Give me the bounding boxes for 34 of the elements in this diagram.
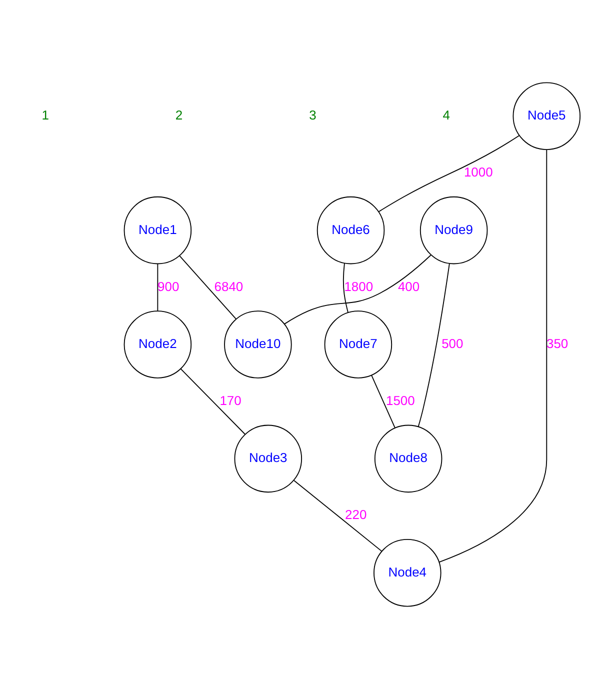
edge-label: 400 [398,278,420,294]
edge-label: 1800 [344,278,374,294]
node-circle: Node6 [316,196,385,264]
node-circle: Node4 [374,538,442,606]
edge-label: 500 [442,335,464,350]
connector [378,134,520,212]
connector [418,262,450,427]
connector [180,368,246,434]
connector [284,254,432,324]
label: 4 [442,107,450,122]
edge-label: 350 [546,335,568,350]
edge-label: 900 [158,278,180,294]
edge-label: 220 [345,506,367,522]
edge-label: 6840 [214,278,244,294]
edge-label: 1000 [464,164,493,180]
connector [438,148,548,562]
node-circle: Node2 [124,310,192,378]
connector [294,480,382,552]
edge-label: 1500 [386,392,415,408]
connector [342,262,348,313]
connector [179,254,236,319]
label: 1 [42,107,49,122]
label: 2 [175,107,183,122]
label: 3 [309,107,316,122]
node-circle: Node10 [224,310,292,378]
connector [157,263,158,311]
node-circle: Node5 [512,82,581,150]
node-circle: Node3 [234,424,302,492]
connector [371,374,396,428]
node-circle: Node1 [124,196,192,264]
edge-label: 170 [220,392,242,408]
node-circle: Node7 [324,310,392,378]
node-circle: Node8 [374,424,442,492]
node-circle: Node9 [420,196,488,264]
